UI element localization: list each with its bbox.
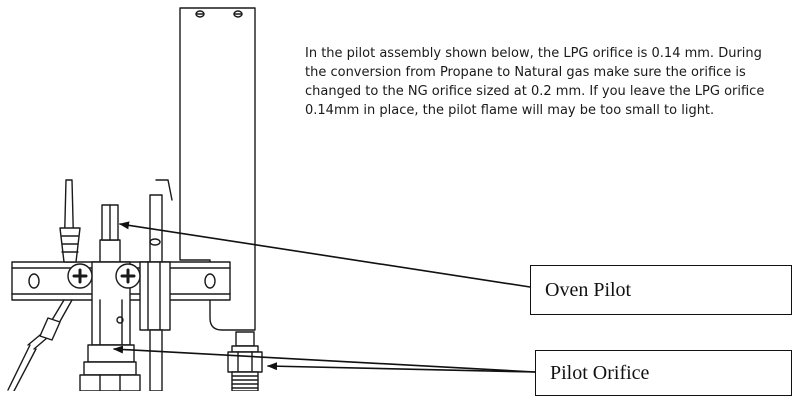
pilot-orifice-fitting [227,331,263,391]
conversion-instructions: In the pilot assembly shown below, the L… [305,44,792,124]
pilot-orifice-arrow-to-assembly [113,345,536,373]
spark-electrode [139,179,173,391]
screw-left [67,263,93,289]
pilot-orifice-label: Pilot Orifice [550,361,650,384]
oven-pilot-label: Oven Pilot [545,278,632,301]
oven-pilot-body [79,204,141,391]
screw-right [115,263,141,289]
instruction-line-4: 0.14mm in place, the pilot flame will ma… [305,103,715,118]
pilot-orifice-arrow-to-fitting [267,362,536,373]
instruction-line-1: In the pilot assembly shown below, the L… [305,46,762,61]
pilot-orifice-callout: Pilot Orifice [535,350,792,396]
oven-pilot-arrow [119,221,531,288]
instruction-line-2: the conversion from Propane to Natural g… [305,65,746,80]
oven-pilot-callout: Oven Pilot [530,265,792,315]
instruction-line-3: changed to the NG orifice sized at 0.2 m… [305,84,765,99]
electrode-rod [7,179,81,391]
